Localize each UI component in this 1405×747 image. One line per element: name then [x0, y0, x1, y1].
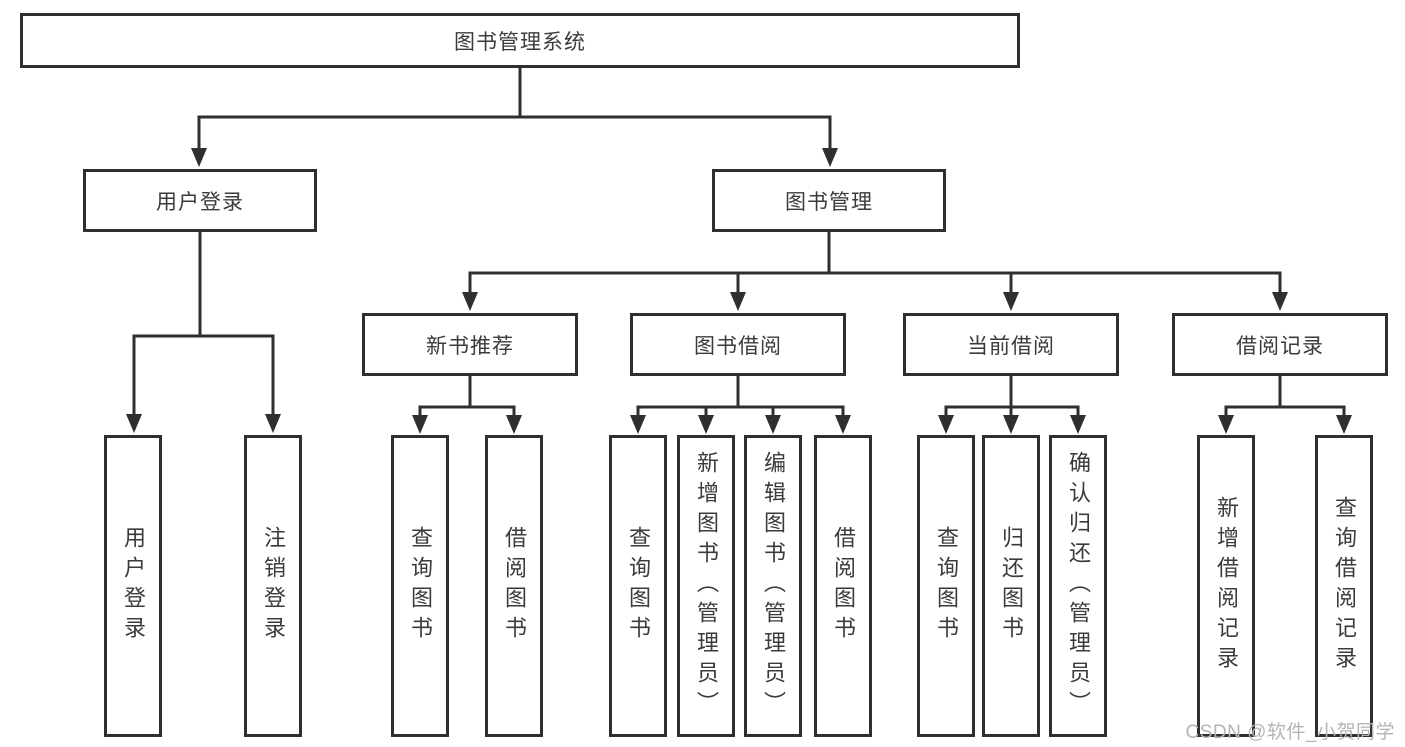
node-label: 新书推荐: [426, 334, 514, 358]
leaf-query-books-current: 查询图书: [917, 435, 975, 737]
leaf-label: 新增图书（管理员）: [694, 451, 719, 721]
leaf-borrow-books: 借阅图书: [814, 435, 872, 737]
leaf-add-books-admin: 新增图书（管理员）: [677, 435, 735, 737]
node-label: 图书借阅: [694, 334, 782, 358]
node-book-borrowing: 图书借阅: [630, 313, 846, 376]
node-book-management: 图书管理: [712, 169, 946, 232]
node-library-management-system: 图书管理系统: [20, 13, 1020, 68]
node-label: 当前借阅: [967, 334, 1055, 358]
leaf-logout: 注销登录: [244, 435, 302, 737]
leaf-label: 确认归还（管理员）: [1066, 451, 1091, 721]
node-user-login: 用户登录: [83, 169, 317, 232]
leaf-add-borrow-record: 新增借阅记录: [1197, 435, 1255, 737]
leaf-label: 新增借阅记录: [1214, 496, 1239, 676]
leaf-label: 查询图书: [408, 526, 433, 646]
leaf-label: 借阅图书: [831, 526, 856, 646]
leaf-edit-books-admin: 编辑图书（管理员）: [744, 435, 802, 737]
leaf-query-books-recommend: 查询图书: [391, 435, 449, 737]
node-label: 用户登录: [156, 190, 244, 214]
leaf-return-books: 归还图书: [982, 435, 1040, 737]
node-new-book-recommendation: 新书推荐: [362, 313, 578, 376]
leaf-label: 编辑图书（管理员）: [761, 451, 786, 721]
node-label: 借阅记录: [1236, 334, 1324, 358]
leaf-label: 借阅图书: [502, 526, 527, 646]
leaf-query-books-borrow: 查询图书: [609, 435, 667, 737]
leaf-query-borrow-record: 查询借阅记录: [1315, 435, 1373, 737]
csdn-watermark: CSDN @软件_小贺同学: [1185, 722, 1395, 743]
node-label: 图书管理系统: [454, 30, 586, 54]
node-borrowing-records: 借阅记录: [1172, 313, 1388, 376]
leaf-label: 用户登录: [121, 526, 146, 646]
leaf-borrow-books-recommend: 借阅图书: [485, 435, 543, 737]
node-label: 图书管理: [785, 190, 873, 214]
node-current-borrowing: 当前借阅: [903, 313, 1119, 376]
leaf-label: 归还图书: [999, 526, 1024, 646]
leaf-label: 查询图书: [934, 526, 959, 646]
leaf-label: 查询图书: [626, 526, 651, 646]
leaf-label: 查询借阅记录: [1332, 496, 1357, 676]
leaf-user-login: 用户登录: [104, 435, 162, 737]
leaf-label: 注销登录: [261, 526, 286, 646]
leaf-confirm-return-admin: 确认归还（管理员）: [1049, 435, 1107, 737]
